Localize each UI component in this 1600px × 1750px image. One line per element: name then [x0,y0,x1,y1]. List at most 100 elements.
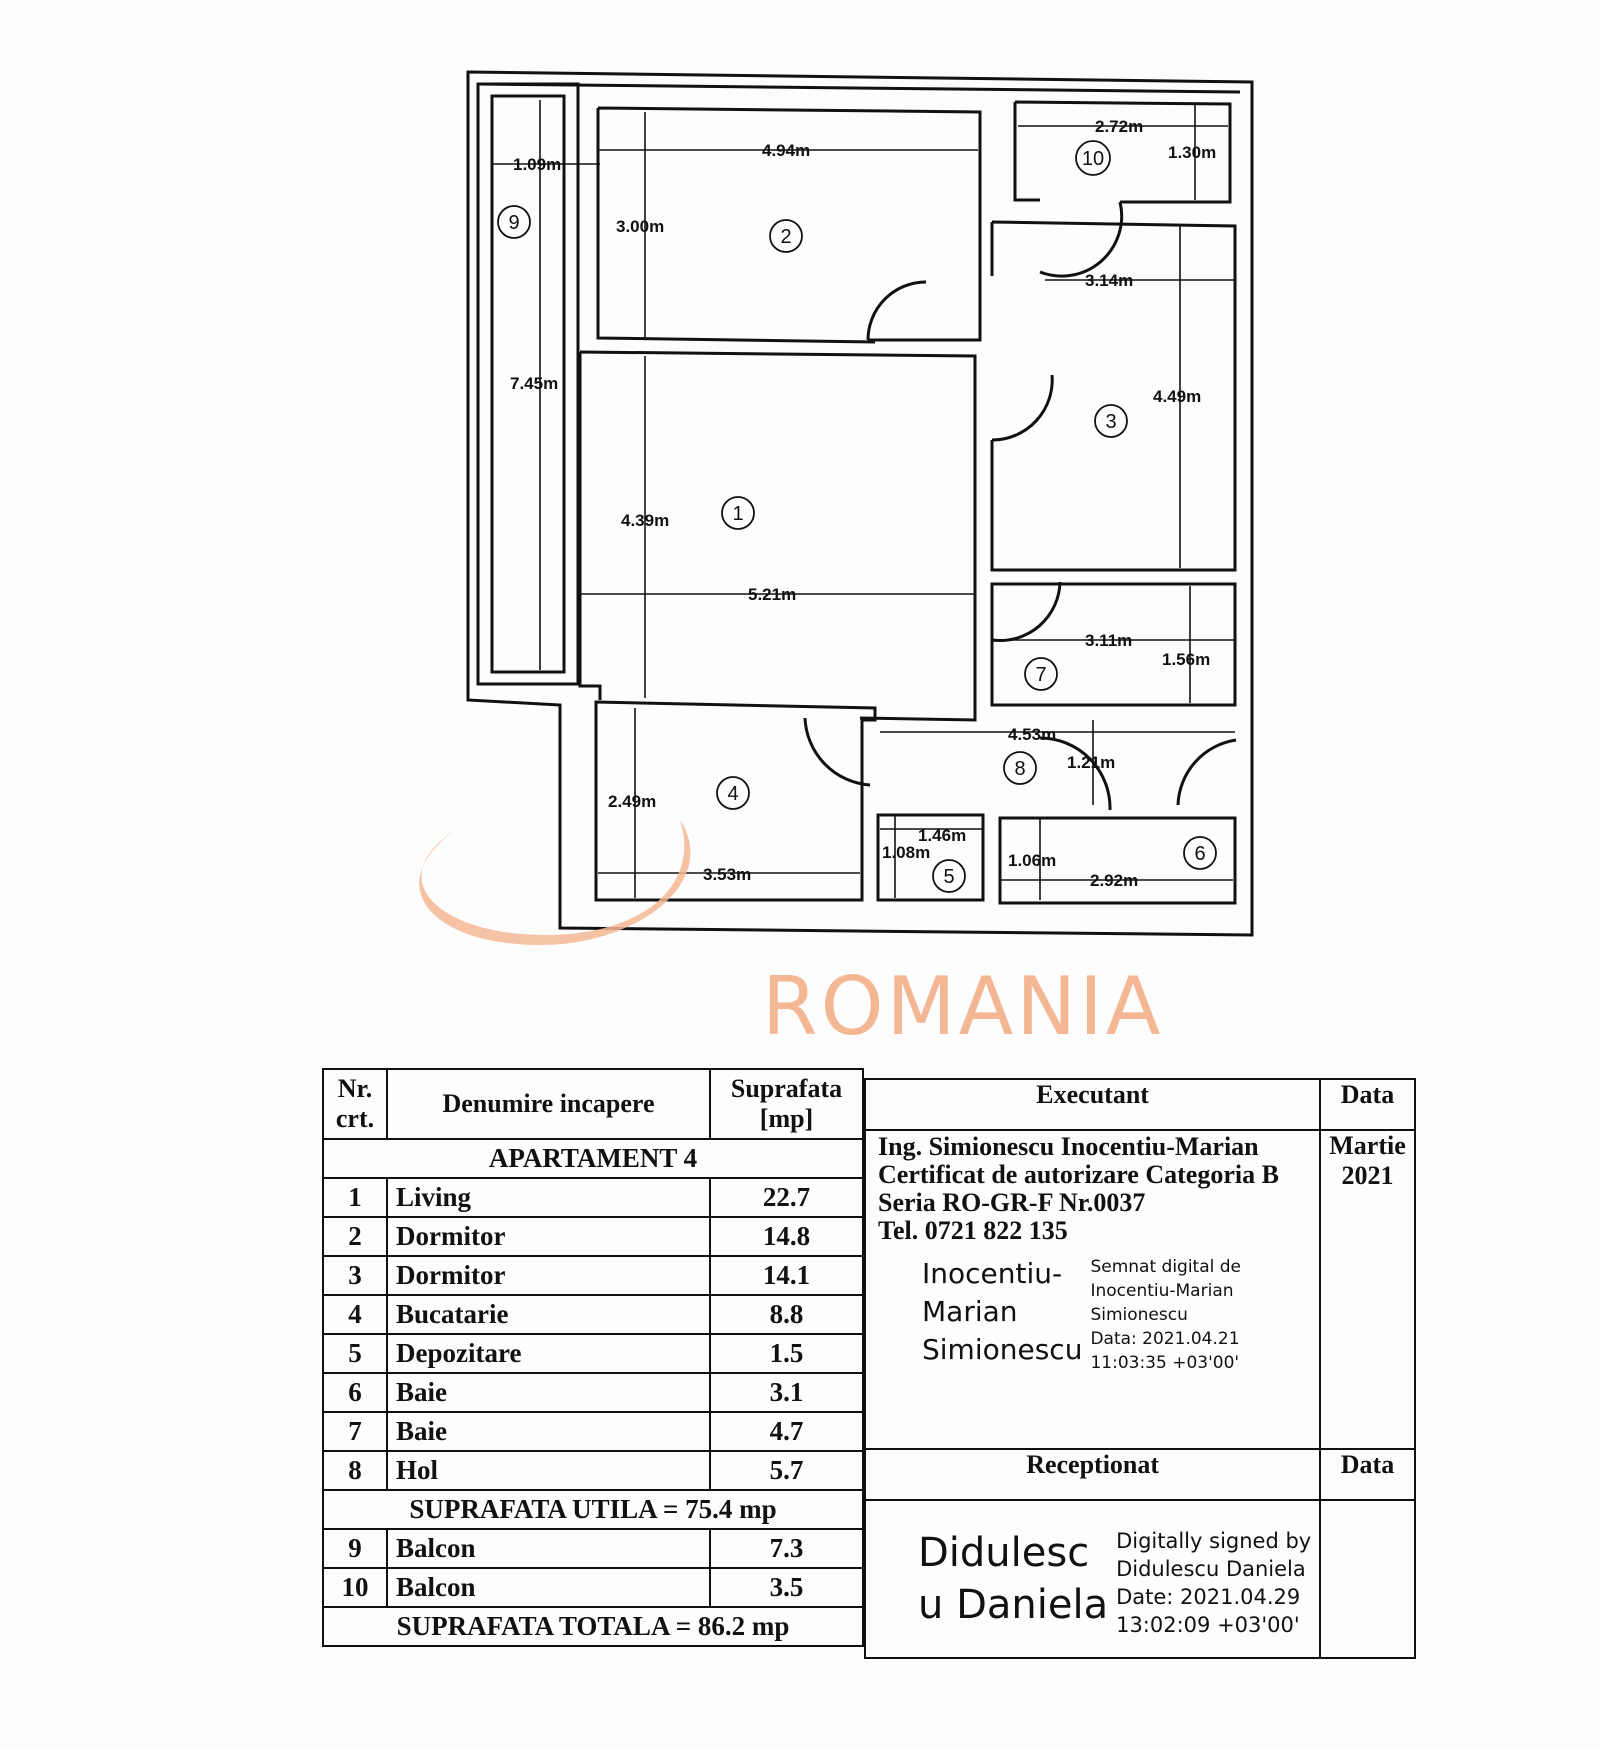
dim-balcony9-width: 1.09m [513,155,561,174]
executant-phone: Tel. 0721 822 135 [878,1215,1068,1245]
sig-note-line: Inocentiu-Marian [1090,1280,1234,1301]
row-name: Baie [386,1372,711,1413]
room-7-outline [990,582,1237,707]
dim-room6-width: 2.92m [1090,871,1138,890]
row-nr: 6 [322,1372,388,1413]
useful-area-total: SUPRAFATA UTILA = 75.4 mp [322,1489,864,1530]
room-2-outline [596,106,982,344]
room-number-4: 4 [727,783,738,805]
floor-plan: 1.09m 7.45m 4.94m 3.00m 2.72m 1.30m 3.14… [419,70,1254,945]
row-nr: 2 [322,1216,388,1257]
receptionat-digital-signature: Didulesc u Daniela Digitally signed by D… [874,1527,1311,1639]
row-area: 22.7 [709,1177,864,1218]
watermark-logo-swoosh [419,820,691,945]
row-name: Living [386,1177,711,1218]
executant-date-header: Data [1319,1078,1416,1131]
row-nr: 3 [322,1255,388,1296]
room-number-2: 2 [780,226,791,248]
dim-hall-width: 4.53m [1008,725,1056,744]
dim-room3-depth: 4.49m [1153,387,1201,406]
row-area: 3.5 [709,1567,864,1608]
room-number-3: 3 [1105,411,1116,433]
room-10-outline [1013,100,1232,204]
sig-note-line: Simionescu [1090,1304,1188,1325]
row-name: Bucatarie [386,1294,711,1335]
dim-room10-width: 2.72m [1095,117,1143,136]
row-name: Baie [386,1411,711,1452]
room-number-1: 1 [732,503,743,525]
dim-room3-width: 3.14m [1085,271,1133,290]
row-name: Depozitare [386,1333,711,1374]
row-area: 14.1 [709,1255,864,1296]
dim-hall-depth: 1.21m [1067,753,1115,772]
sig-note-line: Didulescu Daniela [1116,1556,1306,1581]
date-year: 2021 [1341,1160,1394,1190]
room-5-outline [876,813,985,902]
dim-room2-width: 4.94m [762,141,810,160]
executant-details: Ing. Simionescu Inocentiu-Marian Certifi… [863,1128,1322,1450]
row-nr: 8 [322,1450,388,1491]
receptionat-details: Didulesc u Daniela Digitally signed by D… [863,1498,1322,1660]
header-nr: Nr. crt. [322,1068,388,1140]
dim-room7-width: 3.11m [1085,631,1132,650]
executant-certificate: Certificat de autorizare Categoria B [878,1159,1279,1189]
dim-room5-width: 1.46m [918,826,966,845]
sig-note-line: 11:03:35 +03'00' [1090,1352,1240,1373]
dim-room1-depth: 4.39m [621,511,669,530]
room-number-9: 9 [508,212,519,234]
row-area: 5.7 [709,1450,864,1491]
sig-note-line: Semnat digital de [1090,1256,1242,1277]
row-nr: 9 [322,1528,388,1569]
row-area: 8.8 [709,1294,864,1335]
row-area: 1.5 [709,1333,864,1374]
balcony-9-outline [476,82,580,686]
receptionat-header: Receptionat [863,1447,1322,1501]
dim-room1-width: 5.21m [748,585,796,604]
executant-name: Ing. Simionescu Inocentiu-Marian [878,1131,1259,1161]
header-name: Denumire incapere [386,1068,711,1140]
dim-room4-depth: 2.49m [608,792,656,811]
executant-date: Martie 2021 [1319,1128,1416,1450]
sig-name-line: Inocentiu- [922,1256,1063,1290]
sig-note-line: Data: 2021.04.21 [1090,1328,1240,1349]
row-nr: 7 [322,1411,388,1452]
sig-name-line: u Daniela [918,1581,1109,1628]
dim-room2-depth: 3.00m [616,217,664,236]
dim-room7-depth: 1.56m [1162,650,1210,669]
sig-name-line: Didulesc [918,1529,1090,1576]
row-name: Dormitor [386,1255,711,1296]
dim-balcony9-length: 7.45m [510,374,558,393]
dim-room10-depth: 1.30m [1168,143,1216,162]
room-number-7: 7 [1035,664,1046,686]
receptionat-date-header: Data [1319,1447,1416,1501]
row-area: 4.7 [709,1411,864,1452]
executant-digital-signature: Inocentiu- Marian Simionescu Semnat digi… [874,1255,1311,1375]
row-area: 14.8 [709,1216,864,1257]
executant-series: Seria RO-GR-F Nr.0037 [878,1187,1146,1217]
receptionat-date [1319,1498,1416,1660]
apartment-label: APARTAMENT 4 [322,1138,864,1179]
header-area: Suprafata [mp] [709,1068,864,1140]
room-number-6: 6 [1194,843,1205,865]
sig-note-line: 13:02:09 +03'00' [1116,1612,1300,1637]
sig-name-line: Simionescu [922,1332,1083,1366]
sig-note-line: Digitally signed by [1116,1528,1312,1553]
date-month: Martie [1329,1130,1406,1160]
room-1-outline [578,350,977,722]
room-3-outline [990,220,1237,572]
row-name: Balcon [386,1567,711,1608]
grand-area-total: SUPRAFATA TOTALA = 86.2 mp [322,1606,864,1647]
executant-header: Executant [863,1078,1322,1131]
outer-wall [466,70,1254,937]
room-6-outline [998,816,1237,905]
sig-note-line: Date: 2021.04.29 [1116,1584,1301,1609]
dim-room5-depth: 1.08m [882,843,930,862]
